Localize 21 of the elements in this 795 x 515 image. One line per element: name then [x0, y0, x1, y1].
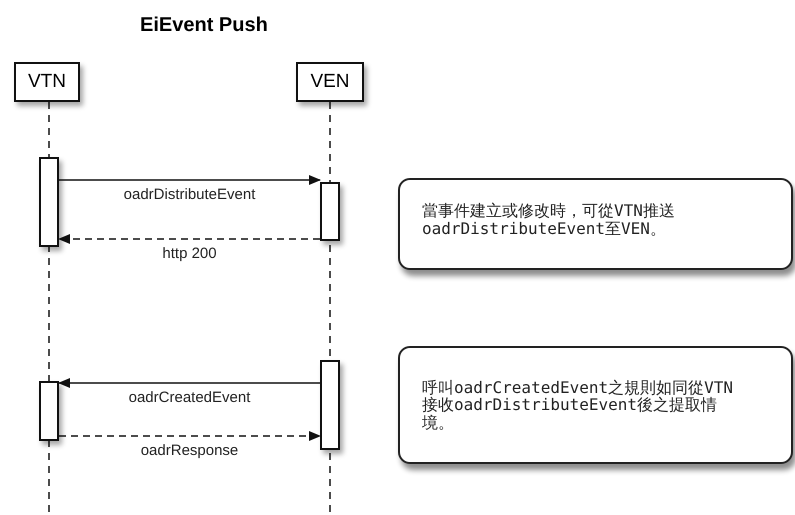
- participant-name: VTN: [28, 71, 66, 93]
- message-arrow: [59, 431, 321, 441]
- edge-label: oadrResponse: [140, 443, 238, 458]
- diagram-title: EiEvent Push: [140, 14, 268, 37]
- activation-bar: [320, 360, 340, 450]
- note-box: [398, 178, 793, 270]
- message-arrow: [58, 234, 320, 244]
- edge-label: oadrDistributeEvent: [124, 187, 256, 202]
- lifeline-header-box: [14, 62, 80, 102]
- edge-label: oadrCreatedEvent: [128, 390, 250, 405]
- lifeline-header-box: [296, 62, 364, 102]
- note-text: 當事件建立或修改時，可從VTN推送oadrDistributeEvent至VEN。: [422, 202, 676, 238]
- message-arrow: [59, 175, 321, 185]
- activation-bar: [39, 157, 59, 247]
- activation-bar: [39, 381, 59, 441]
- note-box: [398, 346, 793, 464]
- participant-name: VEN: [310, 71, 350, 93]
- activation-bar: [320, 182, 340, 241]
- message-arrow: [58, 378, 320, 388]
- edge-label: http 200: [162, 246, 217, 261]
- note-text: 呼叫oadrCreatedEvent之規則如同從VTN接收oadrDistributeEvent後之提取情境。: [422, 378, 734, 432]
